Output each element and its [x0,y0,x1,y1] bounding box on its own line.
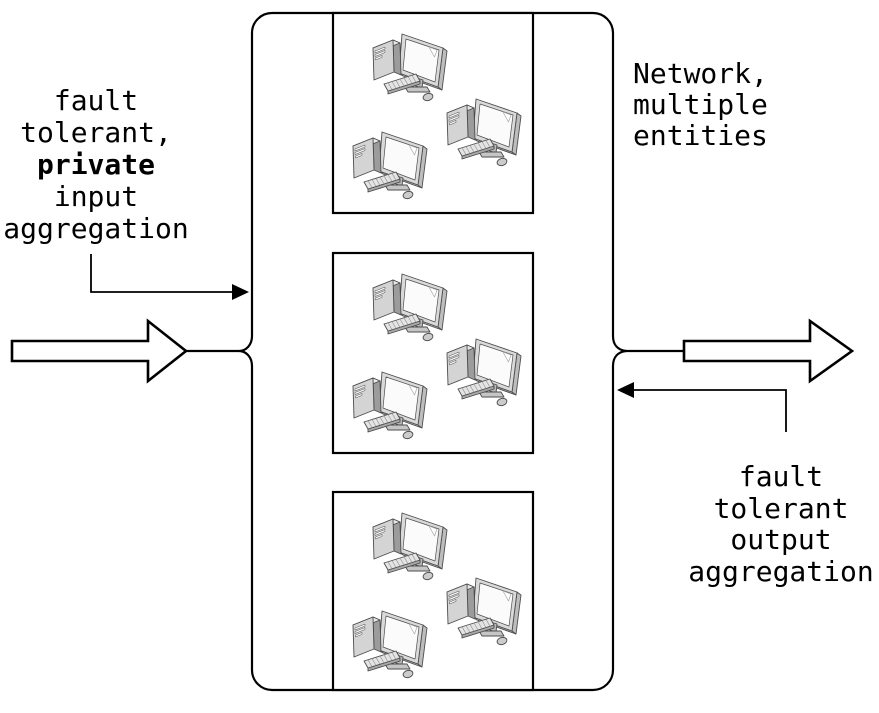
network-label: Network, multiple entities [633,57,768,152]
input-annotation-arrow [90,254,249,300]
output-block-arrow-icon [682,318,855,384]
right-arrowhead-icon [232,284,249,300]
output-label-line-3: output [730,523,831,556]
output-annotation-arrow [617,382,787,432]
input-block-arrow-icon [10,318,189,384]
input-label: fault tolerant, private input aggregatio… [3,84,188,245]
entity-group-2 [331,251,535,455]
entity-group-1 [331,11,535,215]
input-label-line-4: input [54,180,138,213]
input-label-line-1: fault [54,84,138,117]
output-label-line-1: fault [739,460,823,493]
output-label: fault tolerant output aggregation [688,460,873,588]
network-label-line-2: multiple [633,88,768,121]
input-label-line-3: private [37,148,155,181]
input-label-line-5: aggregation [3,212,188,245]
network-label-line-1: Network, [633,57,768,90]
output-label-line-2: tolerant [714,492,849,525]
entity-group-3 [331,490,535,692]
left-arrowhead-icon [617,382,634,398]
input-label-line-2: tolerant, [20,116,172,149]
network-label-line-3: entities [633,119,768,152]
output-label-line-4: aggregation [688,555,873,588]
